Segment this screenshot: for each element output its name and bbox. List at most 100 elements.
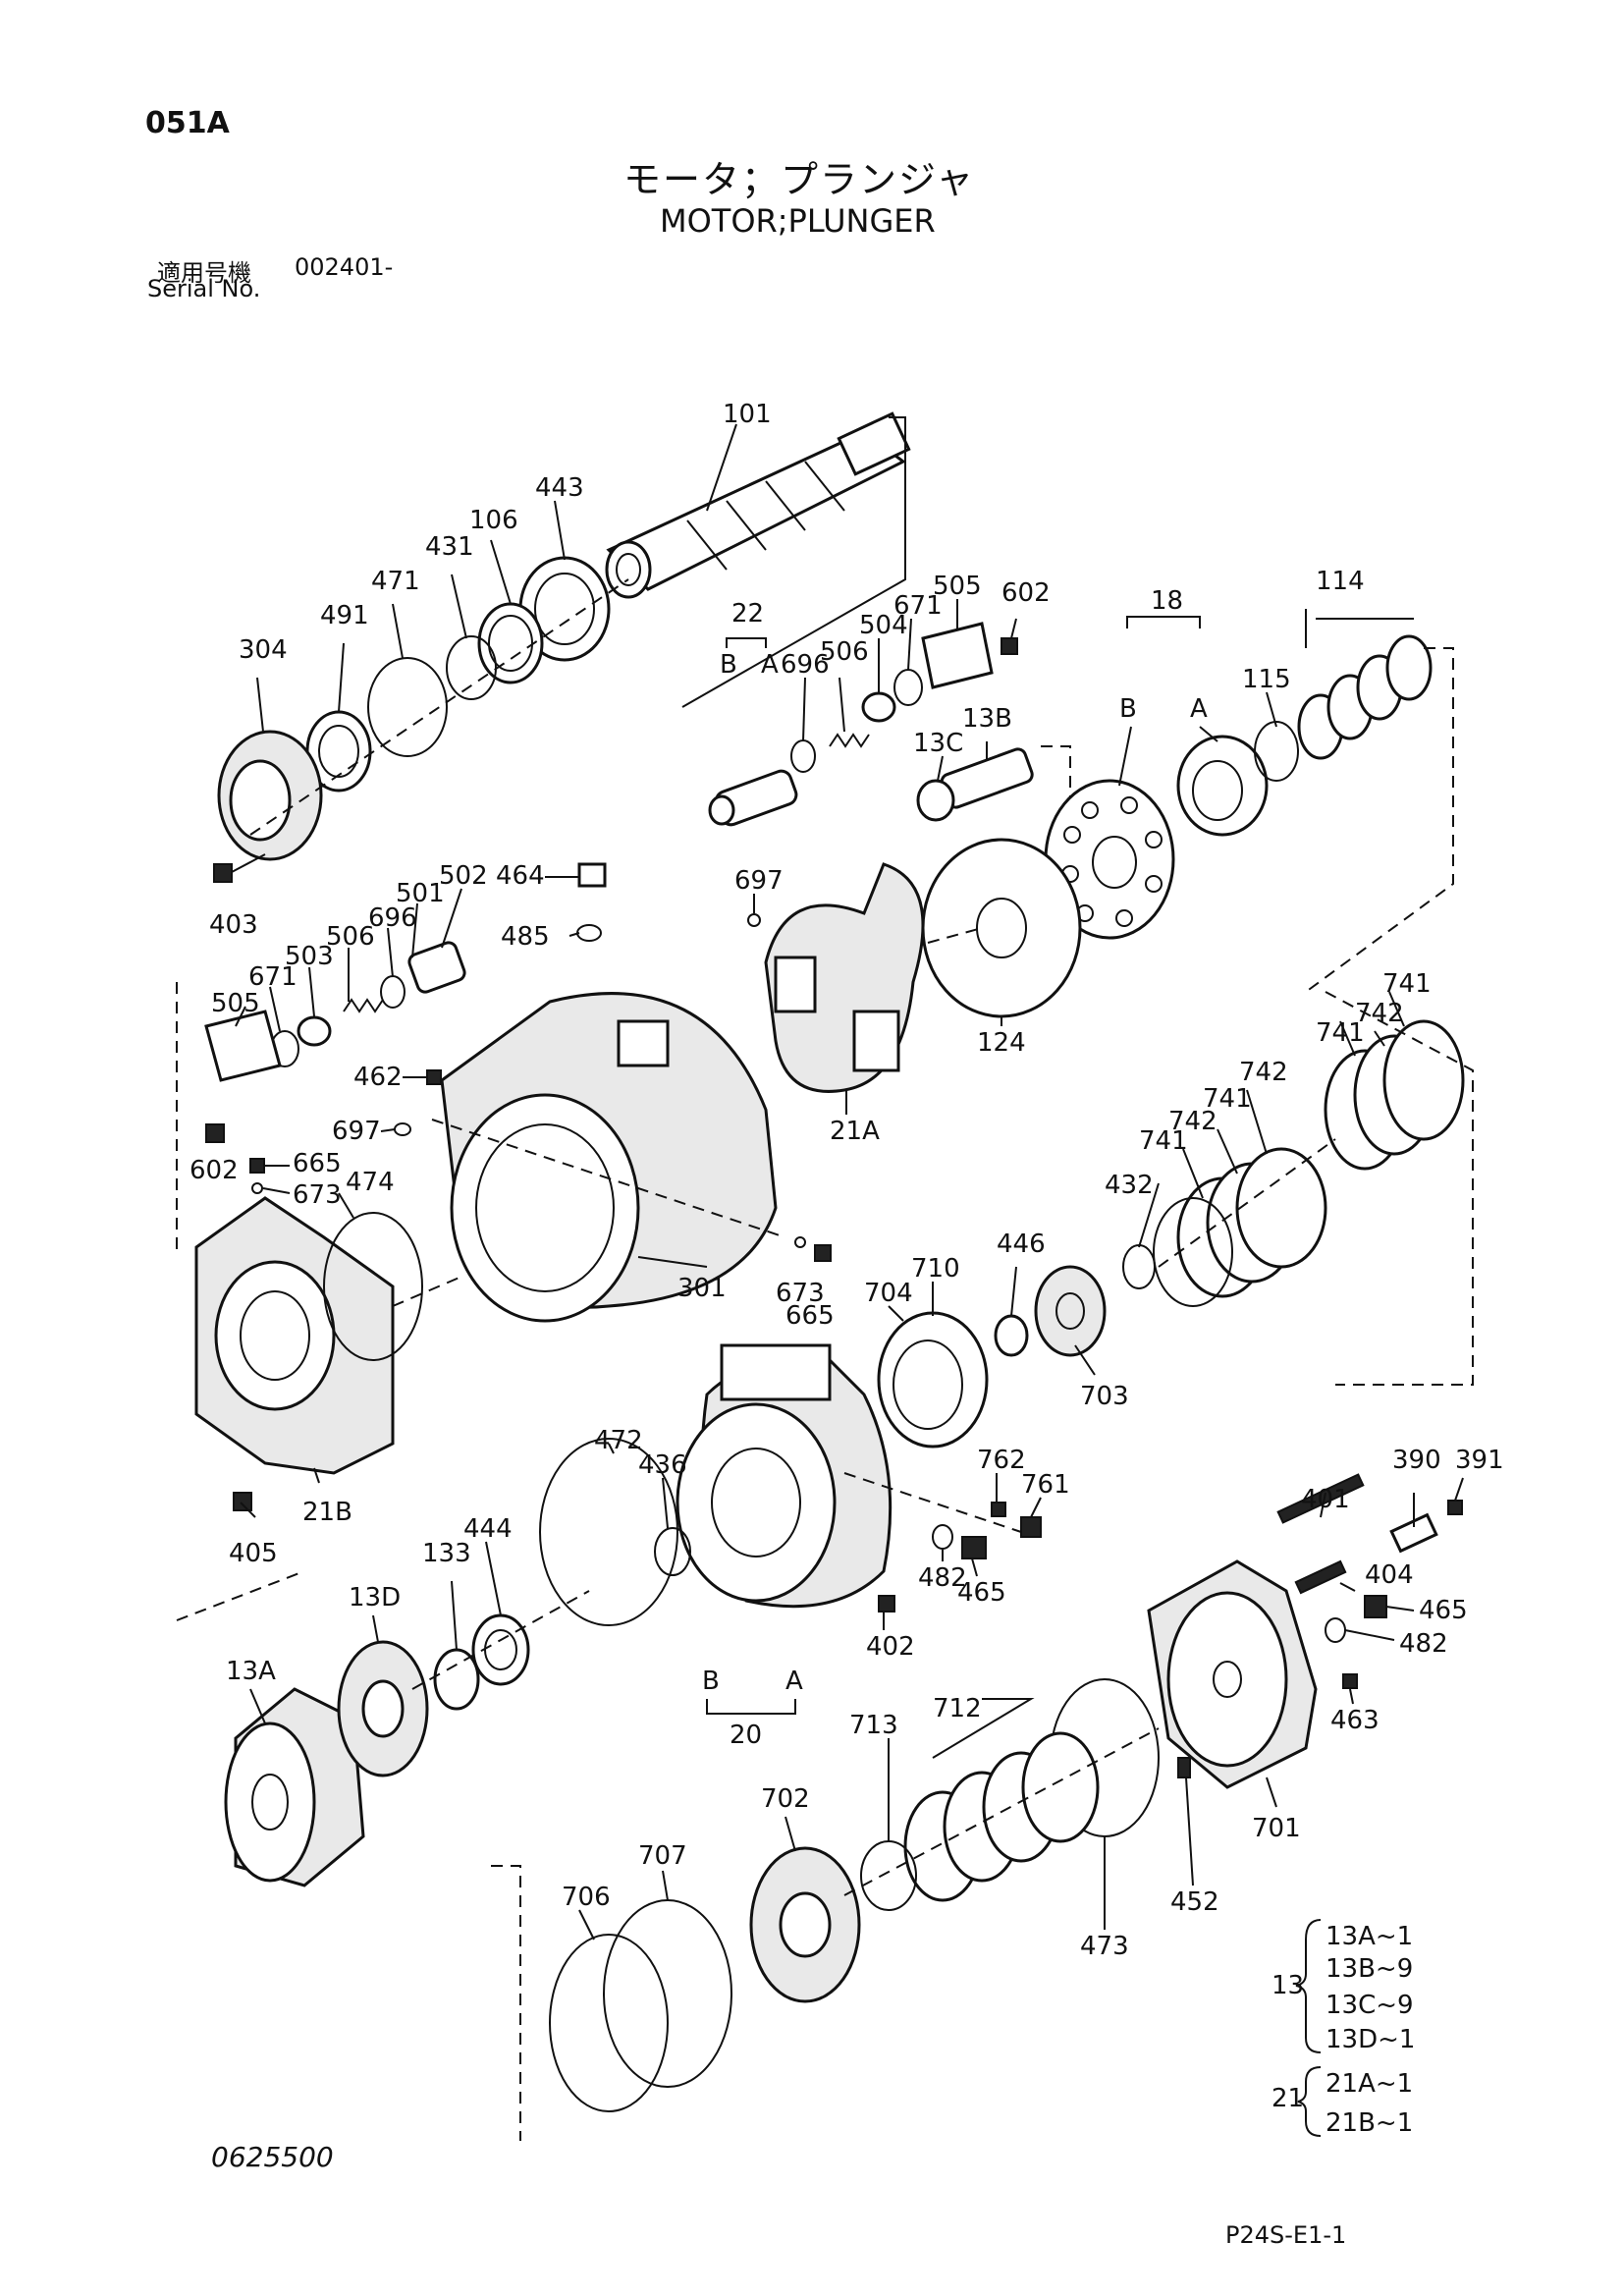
bolt-405 (233, 1492, 252, 1511)
callout-18b: B (1119, 694, 1137, 724)
snap-ring-432 (1122, 1244, 1156, 1289)
valve-plate-13d (337, 1640, 429, 1777)
bolt-403 (213, 853, 266, 883)
callout-697b: 697 (332, 1117, 381, 1146)
callout-671b: 671 (248, 962, 298, 992)
cover-505b (204, 1010, 282, 1082)
kit-13-item-4: 13D~1 (1325, 2025, 1415, 2054)
kit-13-item-3: 13C~9 (1325, 1991, 1414, 2020)
spring-712 (903, 1731, 1100, 1902)
callout-13b: 13B (962, 704, 1012, 734)
callout-505b: 505 (211, 989, 260, 1018)
kit-13-item-1: 13A~1 (1325, 1922, 1413, 1951)
snap-ring-436 (654, 1527, 691, 1576)
callout-696b: 696 (368, 903, 417, 933)
ring-706 (549, 1934, 669, 2112)
cylinder-block-13a (224, 1687, 365, 1887)
callout-444: 444 (463, 1514, 513, 1544)
bolt-602b (205, 1123, 225, 1143)
callout-701: 701 (1252, 1814, 1301, 1843)
bolt-463 (1342, 1673, 1358, 1689)
o-ring-696b (380, 975, 406, 1009)
bolt-402 (878, 1595, 895, 1613)
bearing-18a (1176, 735, 1269, 837)
callout-403: 403 (209, 910, 258, 940)
callout-673a: 673 (293, 1180, 342, 1210)
plug-665b (814, 1244, 832, 1262)
callout-labels: 101 443 106 431 471 491 304 403 22 B A 6… (189, 400, 1504, 1961)
leader-lines (235, 423, 1464, 1941)
serial-label-english: Serial No. (147, 275, 261, 302)
kit-21-item-1: 21A~1 (1325, 2069, 1413, 2099)
callout-474: 474 (346, 1168, 395, 1197)
callout-491: 491 (320, 601, 369, 630)
plug-465a (961, 1536, 987, 1559)
cover-505a (921, 622, 994, 689)
callout-20b: B (702, 1667, 720, 1696)
callout-18: 18 (1151, 586, 1183, 616)
callout-463: 463 (1330, 1706, 1380, 1735)
cover-304 (217, 730, 323, 861)
housing-301 (440, 992, 778, 1323)
callout-762: 762 (977, 1446, 1026, 1475)
callout-696a: 696 (781, 650, 830, 680)
callout-673b: 673 (776, 1279, 825, 1308)
callout-22b: B (720, 650, 737, 680)
spring-506a (829, 733, 870, 748)
callout-465a: 465 (957, 1578, 1006, 1608)
callout-501: 501 (396, 879, 445, 908)
piston-710 (877, 1311, 989, 1449)
callout-432: 432 (1105, 1171, 1154, 1200)
callout-401: 401 (1301, 1485, 1350, 1514)
callout-391: 391 (1455, 1446, 1504, 1475)
callout-446: 446 (997, 1230, 1046, 1259)
o-ring-485 (576, 924, 602, 942)
o-ring-482b (1325, 1617, 1346, 1643)
plug-503 (297, 1015, 332, 1047)
callout-742a: 742 (1355, 999, 1404, 1028)
callout-402: 402 (866, 1632, 915, 1662)
callout-712: 712 (933, 1694, 982, 1723)
ring-133 (433, 1648, 480, 1711)
callout-602b: 602 (189, 1156, 239, 1185)
callout-665b: 665 (785, 1301, 835, 1331)
o-ring-697b (394, 1122, 411, 1136)
plug-502 (407, 941, 466, 994)
plug-464 (545, 862, 607, 888)
serial-label-japanese: 適用号機 (157, 259, 251, 287)
end-cover-701 (1147, 1559, 1318, 1789)
callout-671a: 671 (893, 591, 943, 621)
reference-code: 0625500 (211, 2141, 334, 2173)
callout-21b: 21B (302, 1498, 352, 1527)
o-ring-671a (893, 669, 923, 706)
pin-452 (1177, 1757, 1191, 1778)
piston-702 (749, 1846, 861, 2003)
callout-472: 472 (594, 1426, 643, 1455)
callout-741c: 741 (1203, 1084, 1252, 1114)
callout-114: 114 (1316, 567, 1365, 596)
callout-124: 124 (977, 1028, 1026, 1058)
title-english: MOTOR;PLUNGER (660, 202, 936, 240)
callout-703: 703 (1080, 1382, 1129, 1411)
page-code: 051A (145, 106, 230, 140)
plug-462 (426, 1069, 442, 1085)
callout-106: 106 (469, 506, 518, 535)
kit-13-item-2: 13B~9 (1325, 1954, 1413, 1984)
housing-20 (676, 1343, 893, 1609)
plate-124 (921, 838, 1082, 1018)
ring-707 (603, 1899, 732, 2088)
callout-704: 704 (864, 1279, 913, 1308)
o-ring-696a (790, 739, 816, 773)
callout-405: 405 (229, 1539, 278, 1568)
callout-462: 462 (353, 1063, 403, 1092)
callout-505a: 505 (933, 572, 982, 601)
callout-502: 502 (439, 861, 488, 891)
ring-713 (860, 1840, 917, 1911)
callout-761: 761 (1021, 1470, 1070, 1500)
swash-plate-21a (764, 862, 925, 1093)
callout-473: 473 (1080, 1932, 1129, 1961)
callout-101: 101 (723, 400, 772, 429)
bolt-404 (1294, 1559, 1347, 1595)
callout-504: 504 (859, 611, 908, 640)
